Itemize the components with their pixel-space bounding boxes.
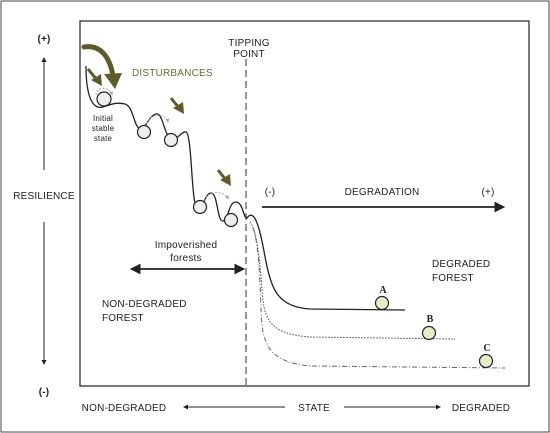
- ball-state-a: [374, 295, 390, 311]
- tipping-point-label-line1: TIPPING: [228, 38, 269, 49]
- ball-state-c: [478, 353, 494, 369]
- disturbances-label: DISTURBANCES: [132, 68, 213, 79]
- resilience-bottom-label: (-): [39, 387, 50, 398]
- oscillation-arrow-1: [95, 87, 114, 96]
- oscillation-arrow-3: [204, 192, 229, 202]
- state-axis-title: STATE: [298, 403, 330, 414]
- degradation-plus-label: (+): [481, 187, 494, 198]
- tipping-point-label-line2: POINT: [233, 49, 265, 60]
- disturbance-arrow-big-head: [104, 73, 122, 89]
- state-axis-left-label: NON-DEGRADED: [82, 403, 167, 414]
- non-degraded-forest-label-line1: NON-DEGRADED: [102, 299, 187, 310]
- disturbance-arrow-3-head: [220, 174, 231, 186]
- initial-state-label-line3: state: [94, 134, 113, 143]
- state-c-label: C: [483, 343, 490, 354]
- degradation-minus-label: (-): [265, 187, 276, 198]
- oscillation-arrow-2: [146, 115, 170, 125]
- state-b-label: B: [427, 314, 434, 325]
- degraded-forest-label-line1: DEGRADED: [432, 259, 490, 270]
- ball-3: [163, 132, 179, 148]
- plot-area: [79, 20, 530, 387]
- initial-state-label-line2: stable: [92, 124, 115, 133]
- landscape-curve-b: [249, 221, 456, 340]
- degradation-label: DEGRADATION: [345, 187, 420, 198]
- disturbance-arrow-big: [81, 44, 116, 79]
- ball-2: [136, 124, 152, 140]
- ball-5: [223, 212, 239, 228]
- initial-state-label-line1: Initial: [93, 114, 113, 123]
- landscape-curve-c: [252, 227, 506, 369]
- resilience-top-label: (+): [37, 34, 50, 45]
- ball-state-b: [421, 325, 437, 341]
- non-degraded-forest-label-line2: FOREST: [102, 313, 144, 324]
- state-axis-right-label: DEGRADED: [452, 403, 510, 414]
- impoverished-label-line2: forests: [170, 253, 201, 264]
- ball-initial: [96, 91, 112, 107]
- landscape-curve: [85, 65, 406, 311]
- resilience-axis-title: RESILIENCE: [13, 191, 75, 202]
- ball-4: [192, 199, 208, 215]
- disturbance-arrow-2-head: [173, 102, 184, 114]
- state-a-label: A: [379, 285, 387, 296]
- disturbance-arrow-1-head: [91, 74, 102, 86]
- impoverished-label-line1: Impoverished: [155, 240, 217, 251]
- degraded-forest-label-line2: FOREST: [432, 273, 474, 284]
